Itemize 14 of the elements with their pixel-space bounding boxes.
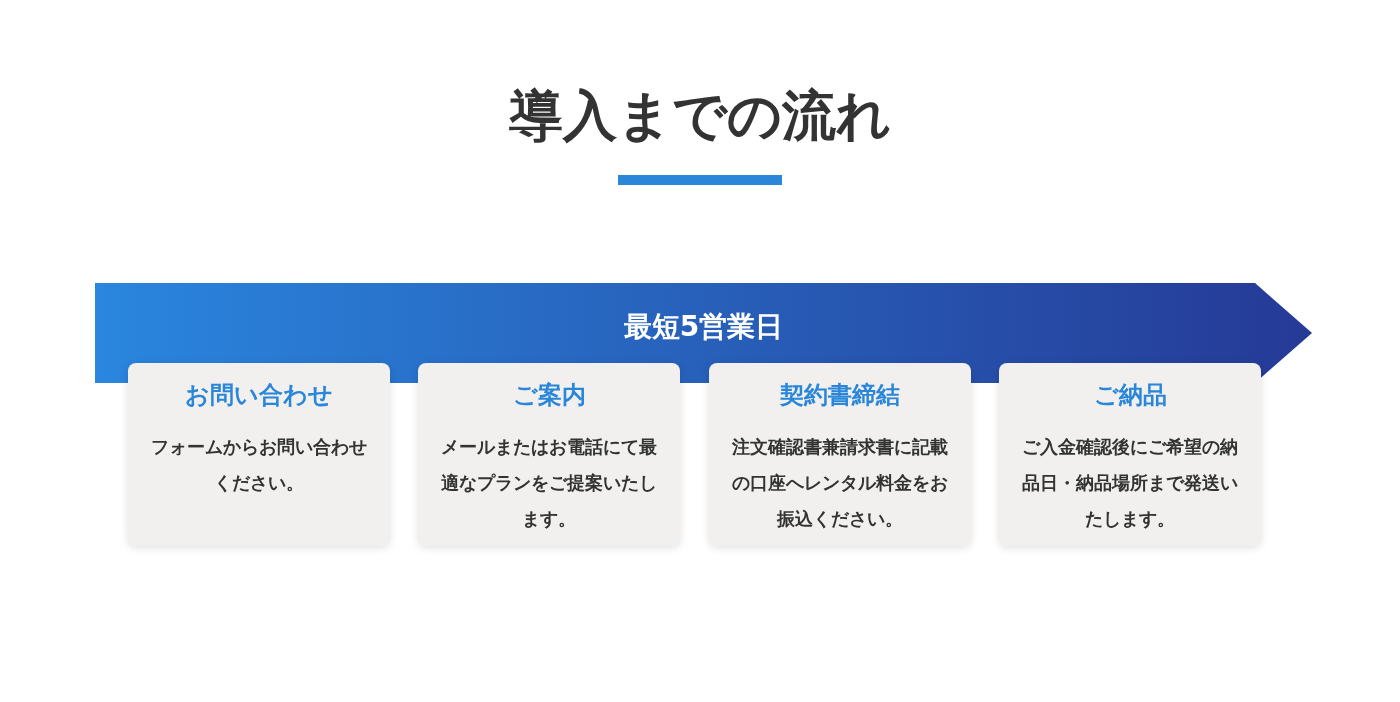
card-heading: ご納品 [1093,380,1167,411]
step-card [999,363,1261,546]
step-card [709,363,971,546]
card-heading: お問い合わせ [185,380,333,411]
card-text: 注文確認書兼請求書に記載の口座へレンタル料金をお振込ください。 [731,435,949,531]
page-title: 導入までの流れ [509,83,891,149]
card-text: フォームからお問い合わせください。 [150,435,368,495]
card-text: ご入金確認後にご希望の納品日・納品場所まで発送いたします。 [1021,435,1239,531]
card-heading: ご案内 [512,380,586,411]
card-heading: 契約書締結 [780,380,900,411]
card-text: メールまたはお電話にて最適なプランをご提案いたします。 [440,435,658,531]
step-card [128,363,390,546]
step-card [418,363,680,546]
banner-text: 最短5営業日 [623,309,784,345]
